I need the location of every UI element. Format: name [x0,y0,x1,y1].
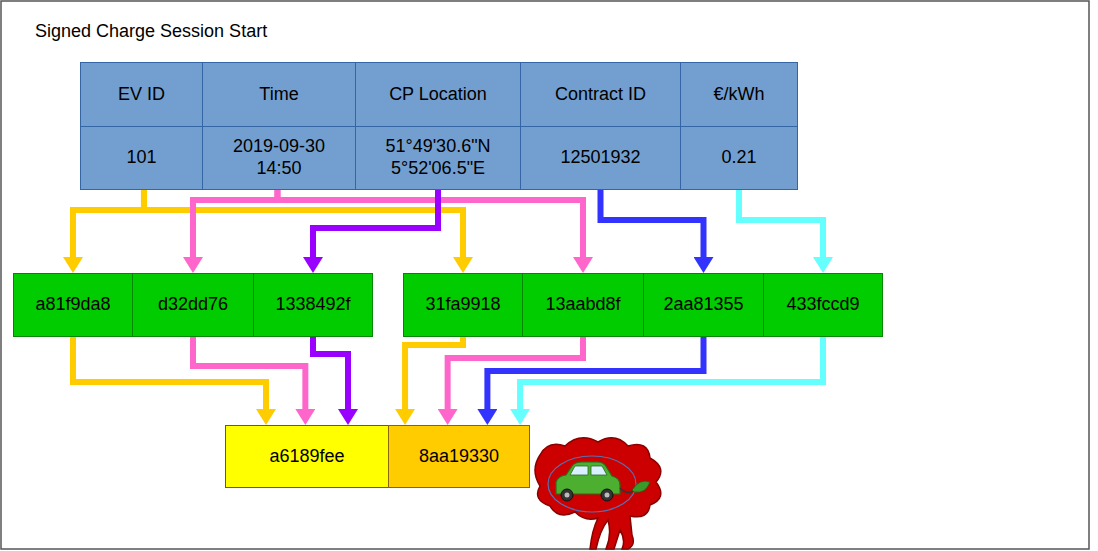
box-label: a6189fee [269,446,344,468]
signature-box: a6189fee [225,425,389,488]
car-window [591,466,607,475]
table-header-cell: €/kWh [680,62,798,127]
red-blob [535,438,661,549]
box-label: CP Location [389,84,487,106]
connector-arrow [520,337,823,409]
box-label: 8aa19330 [419,446,499,468]
car-hub [605,493,610,498]
connector-arrow [313,337,348,409]
hash-box: a81f9da8 [13,273,133,337]
car-window [570,466,588,475]
connector-arrow [313,190,438,257]
box-label: Contract ID [555,84,646,106]
hash-box: 31fa9918 [403,273,523,337]
connector-arrow [601,190,704,257]
hash-box: 13aabd8f [522,273,644,337]
badge-ring [548,456,636,512]
box-label: 51°49'30.6"N 5°52'06.5"E [366,136,510,179]
car-wheel [601,489,613,501]
hash-box: 2aa81355 [643,273,764,337]
connector-arrow [73,190,144,257]
connector-arrow [73,337,266,409]
car-hub [565,493,570,498]
car-wheel [561,489,573,501]
signature-box: 8aa19330 [388,425,530,488]
box-label: a81f9da8 [35,294,110,316]
box-label: 101 [126,147,156,169]
table-value-cell: 2019-09-30 14:50 [202,126,356,190]
box-label: Time [259,84,298,106]
table-value-cell: 51°49'30.6"N 5°52'06.5"E [355,126,521,190]
table-header-cell: Time [202,62,356,127]
table-value-cell: 12501932 [520,126,681,190]
box-label: 1338492f [275,294,350,316]
box-label: €/kWh [713,84,764,106]
box-label: 31fa9918 [425,294,500,316]
table-header-cell: Contract ID [520,62,681,127]
box-label: 13aabd8f [545,294,620,316]
hash-box: d32dd76 [132,273,254,337]
box-label: 0.21 [721,147,756,169]
leaf-symbol [632,481,650,492]
box-label: EV ID [118,84,165,106]
connector-arrow [193,337,305,409]
box-label: 433fccd9 [786,294,859,316]
hash-box: 1338492f [253,273,373,337]
table-value-cell: 101 [80,126,203,190]
table-value-cell: 0.21 [680,126,798,190]
connector-arrow [193,190,277,257]
connector-arrow [739,190,823,257]
box-label: 12501932 [560,147,640,169]
hash-box: 433fccd9 [763,273,883,337]
box-label: 2019-09-30 14:50 [213,136,345,179]
diagram-title: Signed Charge Session Start [35,21,267,42]
connector-arrow [277,190,583,257]
table-header-cell: CP Location [355,62,521,127]
box-label: d32dd76 [158,294,228,316]
box-label: 2aa81355 [663,294,743,316]
ev-badge-illustration [535,438,661,549]
connector-arrow [405,337,463,409]
table-header-cell: EV ID [80,62,203,127]
